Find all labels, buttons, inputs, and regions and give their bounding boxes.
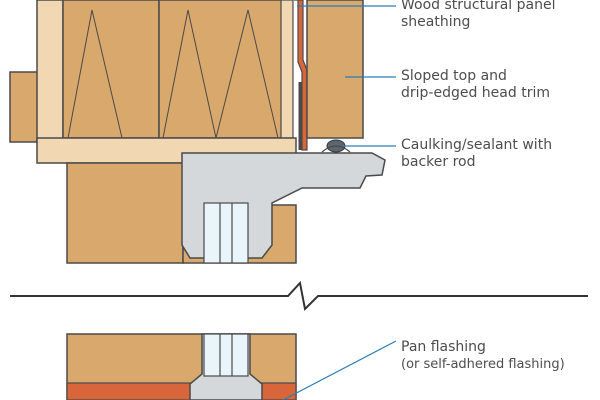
callout-caulking: Caulking/sealant with backer rod — [401, 137, 552, 171]
leader-line-pan-flashing — [282, 340, 397, 400]
callout-line: Sloped top and — [401, 68, 507, 84]
callout-line: (or self-adhered flashing) — [401, 357, 565, 372]
callout-line: sheathing — [401, 14, 471, 30]
header-grain-left — [67, 9, 123, 139]
glass-unit-upper — [203, 202, 249, 264]
caulking-bead — [321, 145, 351, 153]
callout-head-trim: Sloped top and drip-edged head trim — [401, 68, 550, 102]
callout-pan-flashing: Pan flashing (or self-adhered flashing) — [401, 339, 565, 373]
head-trim — [306, 0, 364, 139]
sheathing-flashing — [294, 0, 308, 151]
section-break-line — [10, 280, 588, 312]
wall-stud-light — [36, 0, 64, 143]
callout-sheathing: Wood structural panel sheathing — [401, 0, 555, 31]
callout-line: Pan flashing — [401, 339, 486, 355]
header-block-left — [62, 0, 160, 139]
wall-framing-block — [9, 71, 41, 143]
callout-line: Wood structural panel — [401, 0, 556, 13]
header-light-strip — [280, 0, 294, 139]
callout-line: backer rod — [401, 154, 476, 170]
callout-line: Caulking/sealant with — [401, 137, 553, 153]
lower-wall-block — [66, 162, 184, 264]
glass-unit-lower — [203, 333, 249, 377]
callout-line: drip-edged head trim — [401, 85, 550, 101]
